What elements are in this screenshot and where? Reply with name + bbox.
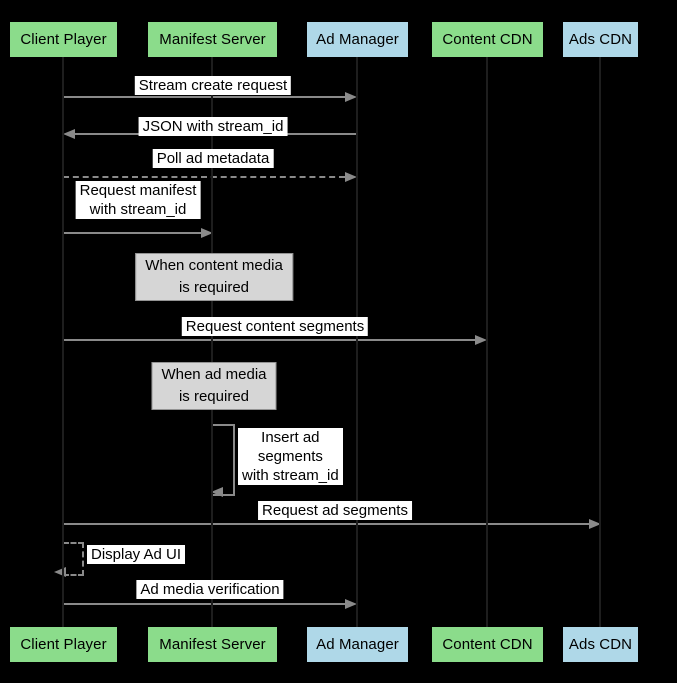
lifeline-content-cdn [486,57,488,627]
arrowhead-right-icon [589,519,601,529]
message-label-request-manifest: Request manifest with stream_id [75,181,201,219]
actor-label: Client Player [20,636,107,653]
message-arrow-poll-ad-metadata [63,176,345,178]
message-label-request-content-segments: Request content segments [181,317,369,336]
actor-label: Ads CDN [568,31,633,48]
actor-ads-cdn-bottom: Ads CDN [563,627,638,662]
actor-ad-manager-top: Ad Manager [307,22,408,57]
actor-client-player-top: Client Player [10,22,117,57]
arrowhead-right-icon [475,335,487,345]
message-label-request-ad-segments: Request ad segments [258,501,412,520]
actor-label: Manifest Server [159,636,266,653]
actor-label: Content CDN [442,31,533,48]
self-loop-display-ad-ui [63,542,84,576]
message-label-json-with-stream-id: JSON with stream_id [138,117,288,136]
actor-label: Ad Manager [316,636,399,653]
note-when-ad-media-required: When ad media is required [151,362,277,410]
arrowhead-right-icon [345,599,357,609]
message-arrow-request-ad-segments [63,523,590,525]
arrowhead-right-icon [201,228,213,238]
actor-content-cdn-top: Content CDN [432,22,543,57]
message-arrow-ad-media-verification [63,603,346,605]
message-arrow-stream-create-request [63,96,346,98]
actor-ad-manager-bottom: Ad Manager [307,627,408,662]
arrowhead-left-icon [211,487,223,497]
actor-client-player-bottom: Client Player [10,627,117,662]
arrowhead-right-icon [345,172,357,182]
note-when-content-media-required: When content media is required [135,253,293,301]
message-label-stream-create-request: Stream create request [134,76,292,95]
actor-manifest-server-top: Manifest Server [148,22,277,57]
message-label-display-ad-ui: Display Ad UI [87,545,186,564]
actor-manifest-server-bottom: Manifest Server [148,627,277,662]
arrowhead-left-icon [63,129,75,139]
self-loop-insert-ad-segments [213,424,235,496]
actor-label: Manifest Server [159,31,266,48]
lifeline-ad-manager [356,57,358,627]
message-label-insert-ad-segments: Insert ad segments with stream_id [238,428,343,485]
message-arrow-request-manifest [63,232,202,234]
message-label-poll-ad-metadata: Poll ad metadata [152,149,274,168]
actor-label: Content CDN [442,636,533,653]
actor-label: Ad Manager [316,31,399,48]
message-arrow-request-content-segments [63,339,476,341]
actor-content-cdn-bottom: Content CDN [432,627,543,662]
lifeline-client-player [62,57,64,627]
arrowhead-left-icon [54,567,66,577]
lifeline-ads-cdn [599,57,601,627]
actor-label: Ads CDN [568,636,633,653]
actor-ads-cdn-top: Ads CDN [563,22,638,57]
lifeline-manifest-server [211,57,213,627]
actor-label: Client Player [20,31,107,48]
arrowhead-right-icon [345,92,357,102]
message-label-ad-media-verification: Ad media verification [136,580,284,599]
